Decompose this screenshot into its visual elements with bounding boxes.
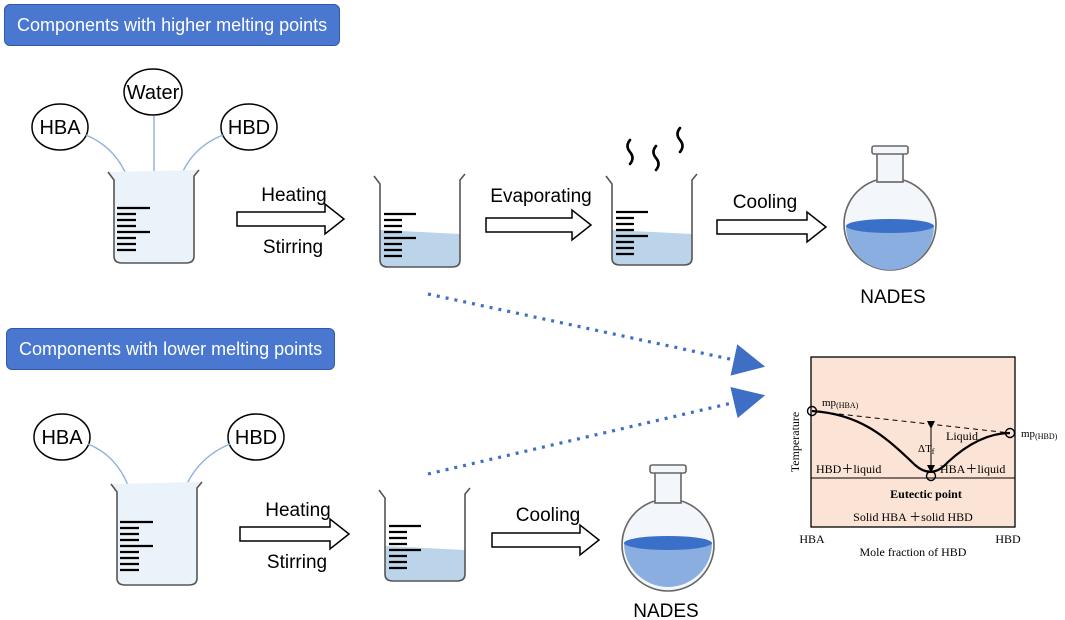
nades-label-top: NADES [860, 287, 925, 308]
process-arrow-heating-top [236, 202, 346, 236]
process-arrow-cooling-top [716, 210, 828, 244]
input-bubble-hba-top: HBA [31, 103, 89, 151]
mp-hba-marker [806, 405, 818, 417]
liquidus-curve [811, 409, 1011, 473]
liquid-label: Liquid [946, 429, 978, 443]
heating-label-bottom: Heating [265, 500, 331, 521]
input-label: HBD [228, 117, 270, 139]
mp-hba-label: mp(HBA) [822, 397, 859, 410]
cooling-label-top: Cooling [733, 192, 797, 213]
beaker-mixing-bottom [110, 481, 203, 586]
x-axis-label: Mole fraction of HBD [860, 545, 967, 559]
y-axis-label: Temperature [788, 412, 802, 472]
right-region-label: HBA＋liquid [940, 462, 1005, 476]
banner-lower-melting: Components with lower melting points [6, 328, 336, 370]
phase-diagram: mp(HBA) mp(HBD) ΔTf Liquid HBD＋liquid HB… [788, 356, 1058, 559]
left-region-label: HBD＋liquid [816, 462, 881, 476]
beaker-mixing-top [107, 169, 200, 264]
solid-region-label: Solid HBA ＋solid HBD [853, 510, 973, 524]
banner-higher-melting: Components with higher melting points [4, 4, 341, 46]
mp-hbd-label: mp(HBD) [1021, 428, 1058, 441]
beaker-heated-bottom [378, 487, 471, 582]
input-label: HBA [39, 117, 81, 139]
x-right-label: HBD [995, 532, 1021, 546]
ideal-line [811, 410, 1011, 434]
delta-tf-label: ΔTf [918, 443, 935, 456]
input-label: HBD [235, 427, 277, 449]
eutectic-label: Eutectic point [890, 487, 962, 501]
steam-icon [626, 126, 684, 172]
stirring-label-bottom: Stirring [267, 552, 327, 573]
input-label: Water [127, 82, 180, 104]
heating-label-top: Heating [261, 185, 327, 206]
input-bubble-hbd-bottom: HBD [227, 413, 285, 461]
flask-nades-top [843, 145, 937, 271]
beaker-evaporated [605, 173, 698, 266]
input-bubble-hbd-top: HBD [220, 103, 278, 151]
x-left-label: HBA [799, 532, 825, 546]
process-arrow-cooling-bottom [491, 523, 601, 557]
mp-hbd-marker [1004, 427, 1016, 439]
dotted-connector-top [427, 292, 766, 376]
flask-nades-bottom [621, 464, 715, 592]
process-arrow-evaporating [485, 208, 593, 242]
evaporating-label: Evaporating [490, 186, 591, 207]
phase-plot-area [810, 356, 1016, 528]
input-bubble-hba-bottom: HBA [33, 413, 91, 461]
nades-label-bottom: NADES [633, 601, 698, 620]
stirring-label-top: Stirring [263, 237, 323, 258]
cooling-label-bottom: Cooling [516, 505, 580, 526]
dotted-connector-bottom [427, 386, 766, 476]
process-arrow-heating-bottom [239, 517, 351, 551]
input-label: HBA [41, 427, 83, 449]
input-bubble-water: Water [123, 68, 183, 116]
beaker-heated-top [373, 173, 466, 268]
